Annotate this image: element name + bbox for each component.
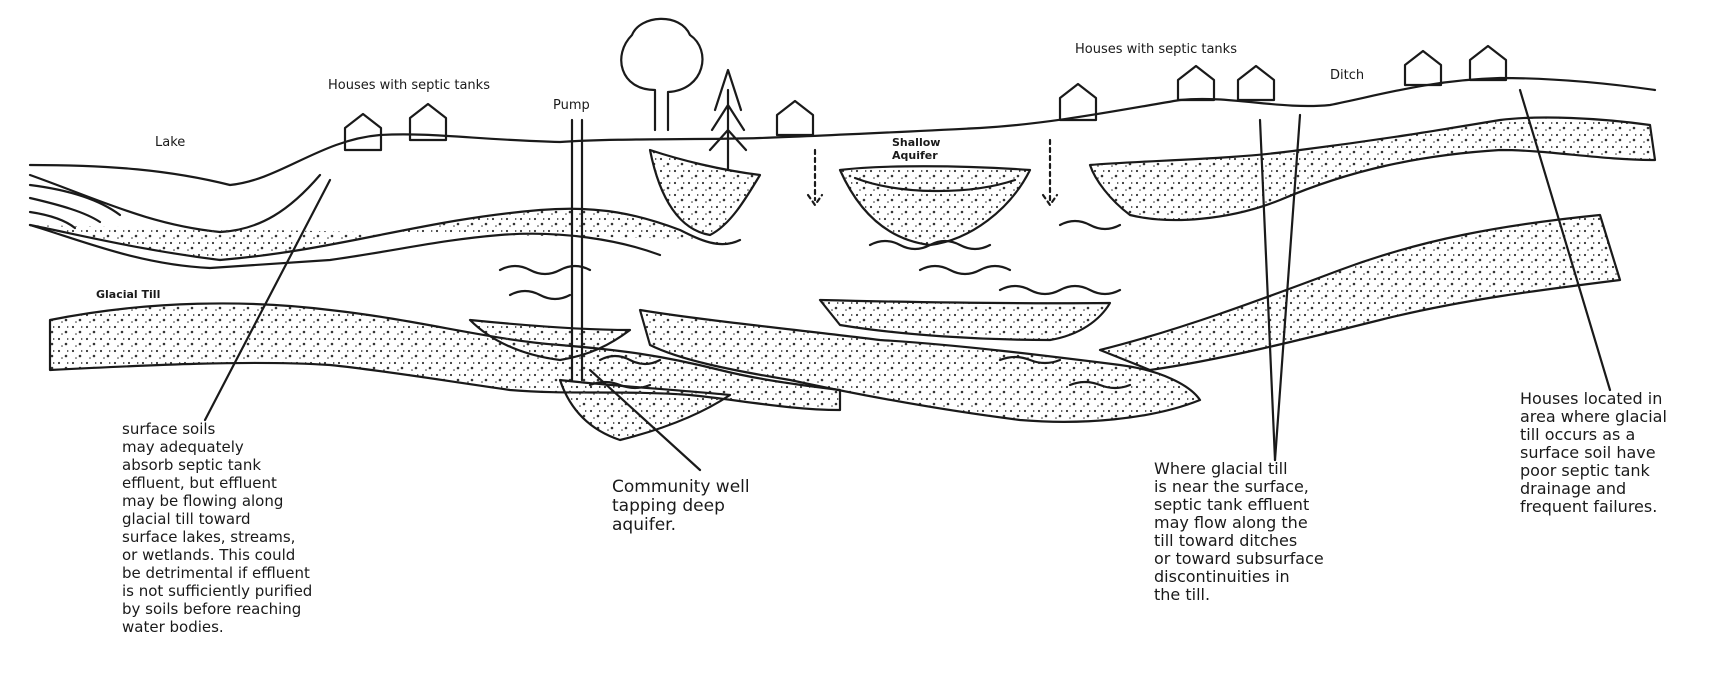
houses-right-label: Houses with septic tanks xyxy=(1075,42,1237,57)
community-well-note: Community well tapping deep aquifer. xyxy=(612,478,750,535)
pine-tree xyxy=(710,70,746,170)
shallow-aquifer-lens xyxy=(840,166,1030,245)
deep-right-layer xyxy=(1100,215,1620,370)
ditch-label: Ditch xyxy=(1330,68,1364,83)
house-7 xyxy=(1405,51,1441,85)
house-3 xyxy=(777,101,813,135)
shallow-aquifer-label: Shallow Aquifer xyxy=(892,136,940,162)
house-5 xyxy=(1178,66,1214,100)
house-8 xyxy=(1470,46,1506,80)
houses-glacial-note: Houses located in area where glacial til… xyxy=(1520,390,1667,516)
house-1 xyxy=(345,114,381,150)
glacial-near-surface-note: Where glacial till is near the surface, … xyxy=(1154,460,1324,604)
lake-basin xyxy=(30,175,320,232)
glacial-till-label: Glacial Till xyxy=(96,288,160,301)
lake-label: Lake xyxy=(155,135,185,150)
right-upper-lens xyxy=(1090,118,1655,220)
deciduous-tree xyxy=(621,19,702,130)
central-lens xyxy=(650,150,760,235)
mid-lens xyxy=(820,300,1110,340)
pump-label: Pump xyxy=(553,98,590,113)
houses-left-label: Houses with septic tanks xyxy=(328,78,490,93)
leader-surface-soils xyxy=(205,180,330,420)
house-6 xyxy=(1238,66,1274,100)
surface-soils-note: surface soils may adequately absorb sept… xyxy=(122,420,312,636)
